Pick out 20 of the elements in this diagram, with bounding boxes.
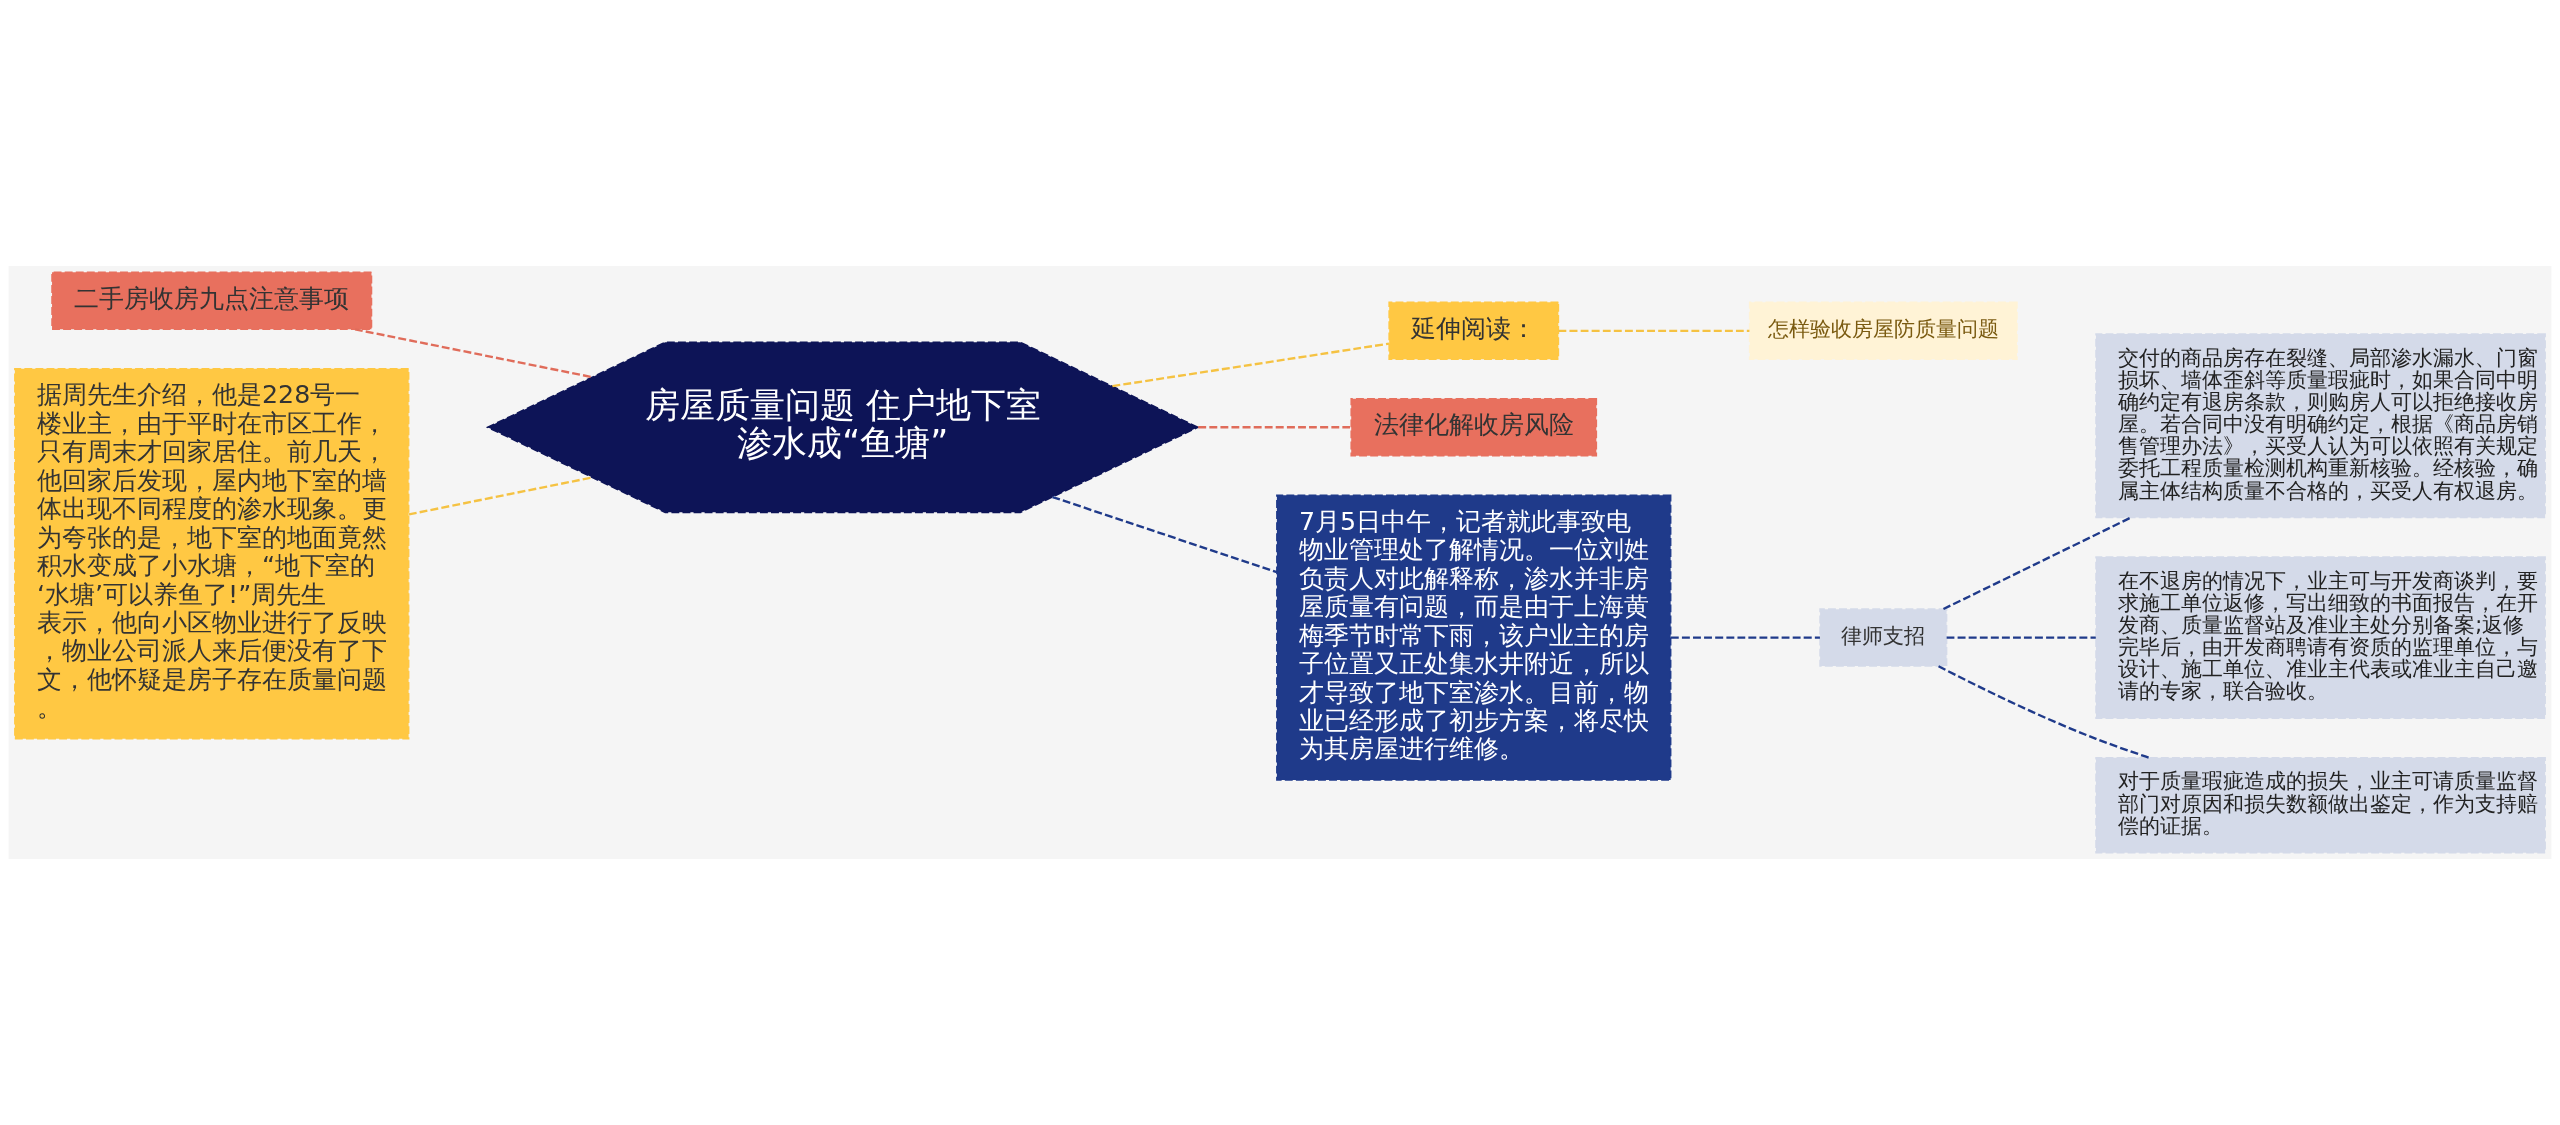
connector	[1052, 495, 1278, 574]
node-box: 延伸阅读：	[1388, 301, 1560, 361]
connector	[408, 476, 593, 516]
connector	[1942, 516, 2132, 611]
node-box: 对于质量瑕疵造成的损失，业主可请质量监督部门对原因和损失数额做出鉴定，作为支持赔偿的证据。	[2095, 757, 2546, 854]
node-box: 律师支招	[1819, 608, 1948, 667]
node-box: 7月5日中午，记者就此事致电物业管理处了解情况。一位刘姓负责人对此解释称，渗水并非房屋质量有问题，而是由于上海黄梅季节时常下雨，该户业主的房子位置又正处集水井附近，所以才导致了地下室渗水。目前，物业已经形成了初步方案，将尽快为其房屋进行维修。	[1276, 494, 1672, 781]
node-box: 交付的商品房存在裂缝、局部渗水漏水、门窗损坏、墙体歪斜等质量瑕疵时，如果合同中明确约定有退房条款，则购房人可以拒绝接收房屋。若合同中没有明确约定，根据《商品房销售管理办法》，买受人认为可以依照有关规定委托工程质量检测机构重新核验。经核验，确属主体结构质量不合格的，买受人有权退房。	[2095, 333, 2546, 519]
node-box: 二手房收房九点注意事项	[51, 271, 373, 331]
connector	[1198, 426, 1351, 429]
node-box: 怎样验收房屋防质量问题	[1748, 301, 2018, 361]
connector	[1938, 665, 2150, 759]
connector	[1112, 342, 1390, 388]
node-box: 据周先生介绍，他是228号一楼业主，由于平时在市区工作，只有周末才回家居住。前几天，他回家后发现，屋内地下室的墙体出现不同程度的渗水现象。更为夸张的是，地下室的地面竟然积水变成了小水塘，“地下室的‘水塘’可以养鱼了!”周先生表示，他向小区物业进行了反映，物业公司派人来后便没有了下文，他怀疑是房子存在质量问题。	[14, 368, 410, 740]
node-box: 在不退房的情况下，业主可与开发商谈判，要求施工单位返修，写出细致的书面报告，在开发商、质量监督站及准业主处分别备案;返修完毕后，由开发商聘请有资质的监理单位，与设计、施工单位、准业主代表或准业主自己邀请的专家，联合验收。	[2095, 556, 2546, 720]
connector	[1670, 636, 1820, 639]
connector	[1558, 329, 1750, 332]
connector	[354, 328, 593, 379]
connector	[1946, 636, 2096, 639]
node-box: 法律化解收房风险	[1350, 398, 1598, 457]
